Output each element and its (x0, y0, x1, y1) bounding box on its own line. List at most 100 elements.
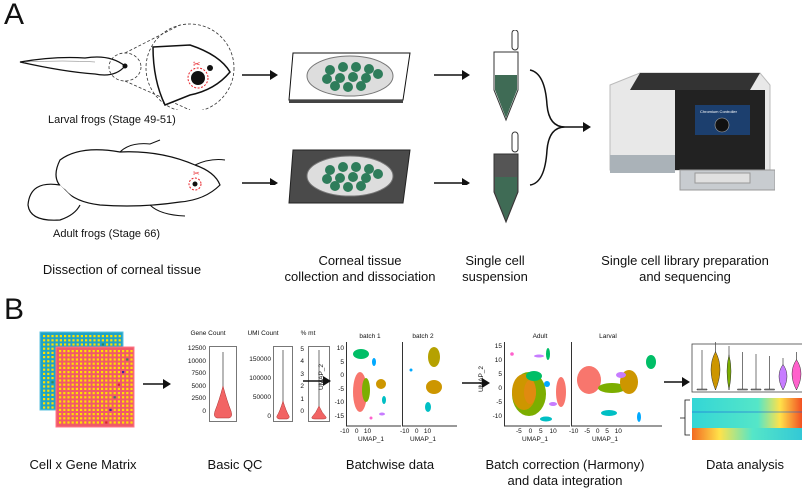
matrix-cell (51, 406, 54, 409)
matrix-cell (109, 387, 112, 390)
matrix-cell (55, 343, 58, 346)
matrix-cell (67, 421, 70, 424)
cluster-point (524, 380, 536, 404)
cluster-point (577, 366, 601, 394)
matrix-cell (67, 417, 70, 420)
matrix-cell (88, 404, 91, 407)
matrix-cell (71, 417, 74, 420)
light-plate-dish (288, 52, 411, 103)
matrix-cell (75, 417, 78, 420)
dendrogram (680, 399, 690, 436)
cluster-point (426, 380, 442, 394)
matrix-cell (92, 354, 95, 357)
matrix-cell (126, 354, 129, 357)
matrix-cell (59, 392, 62, 395)
matrix-cell (92, 379, 95, 382)
matrix-cell (113, 417, 116, 420)
matrix-cell (101, 358, 104, 361)
matrix-cell (88, 358, 91, 361)
larval-clusters (577, 355, 656, 422)
matrix-cell (113, 371, 116, 374)
matrix-cell (47, 385, 50, 388)
matrix-cell (84, 387, 87, 390)
analysis-violin (791, 359, 802, 391)
matrix-cell (67, 354, 70, 357)
matrix-cell (101, 343, 104, 346)
matrix-cell (63, 371, 66, 374)
cluster-point (601, 410, 617, 416)
matrix-cell (109, 375, 112, 378)
matrix-cell (96, 413, 99, 416)
matrix-cell (113, 362, 116, 365)
matrix-cell (130, 375, 133, 378)
matrix-cell (92, 392, 95, 395)
matrix-cell (43, 360, 46, 363)
matrix-cell (63, 408, 66, 411)
matrix-cell (67, 358, 70, 361)
matrix-cell (96, 371, 99, 374)
matrix-cell (126, 417, 129, 420)
matrix-cell (126, 350, 129, 353)
matrix-cell (113, 408, 116, 411)
arrow-right-icon (462, 70, 470, 80)
matrix-cell (92, 383, 95, 386)
matrix-cell (92, 371, 95, 374)
matrix-cell (67, 392, 70, 395)
matrix-cell (101, 371, 104, 374)
matrix-cell (114, 339, 117, 342)
matrix-cell (84, 371, 87, 374)
matrix-cell (59, 354, 62, 357)
matrix-cell (126, 404, 129, 407)
matrix-cell (43, 377, 46, 380)
matrix-cell (84, 417, 87, 420)
arrow-to-qc (143, 379, 171, 389)
matrix-cell (117, 371, 120, 374)
matrix-cell (109, 362, 112, 365)
matrix-cell (130, 417, 133, 420)
arrows-to-tubes (434, 70, 470, 185)
matrix-cell (105, 408, 108, 411)
matrix-cell (113, 354, 116, 357)
matrix-cell (43, 368, 46, 371)
cluster-point (376, 379, 386, 389)
matrix-cell (88, 354, 91, 357)
matrix-cell (76, 343, 79, 346)
matrix-cell (47, 347, 50, 350)
matrix-cell (84, 375, 87, 378)
matrix-cell (51, 347, 54, 350)
matrix-cell (105, 371, 108, 374)
analysis-violin (710, 351, 721, 391)
matrix-cell (80, 350, 83, 353)
integration-scatter (504, 342, 662, 427)
matrix-cell (96, 387, 99, 390)
matrix-cell (67, 375, 70, 378)
matrix-cell (109, 408, 112, 411)
matrix-cell (84, 383, 87, 386)
arrow-right-icon (163, 379, 171, 389)
matrix-cell (122, 396, 125, 399)
matrix-cell (68, 335, 71, 338)
matrix-cell (75, 375, 78, 378)
matrix-cell (88, 413, 91, 416)
matrix-cell (101, 400, 104, 403)
matrix-cell (105, 413, 108, 416)
matrix-cell (105, 375, 108, 378)
matrix-cell (117, 379, 120, 382)
batch1-clusters (353, 349, 386, 420)
matrix-cell (88, 350, 91, 353)
violin-percent-mt (308, 346, 330, 422)
matrix-cell (71, 387, 74, 390)
matrix-cell (101, 335, 104, 338)
matrix-cell (96, 383, 99, 386)
matrix-cell (43, 364, 46, 367)
matrix-cell (109, 396, 112, 399)
caption-analysis: Data analysis (705, 457, 785, 472)
matrix-cell (43, 343, 46, 346)
matrix-cell (122, 413, 125, 416)
matrix-cell (80, 396, 83, 399)
matrix-cell (84, 379, 87, 382)
umap-ylabel: UMAP_2 (478, 365, 485, 392)
matrix-cell (80, 362, 83, 365)
